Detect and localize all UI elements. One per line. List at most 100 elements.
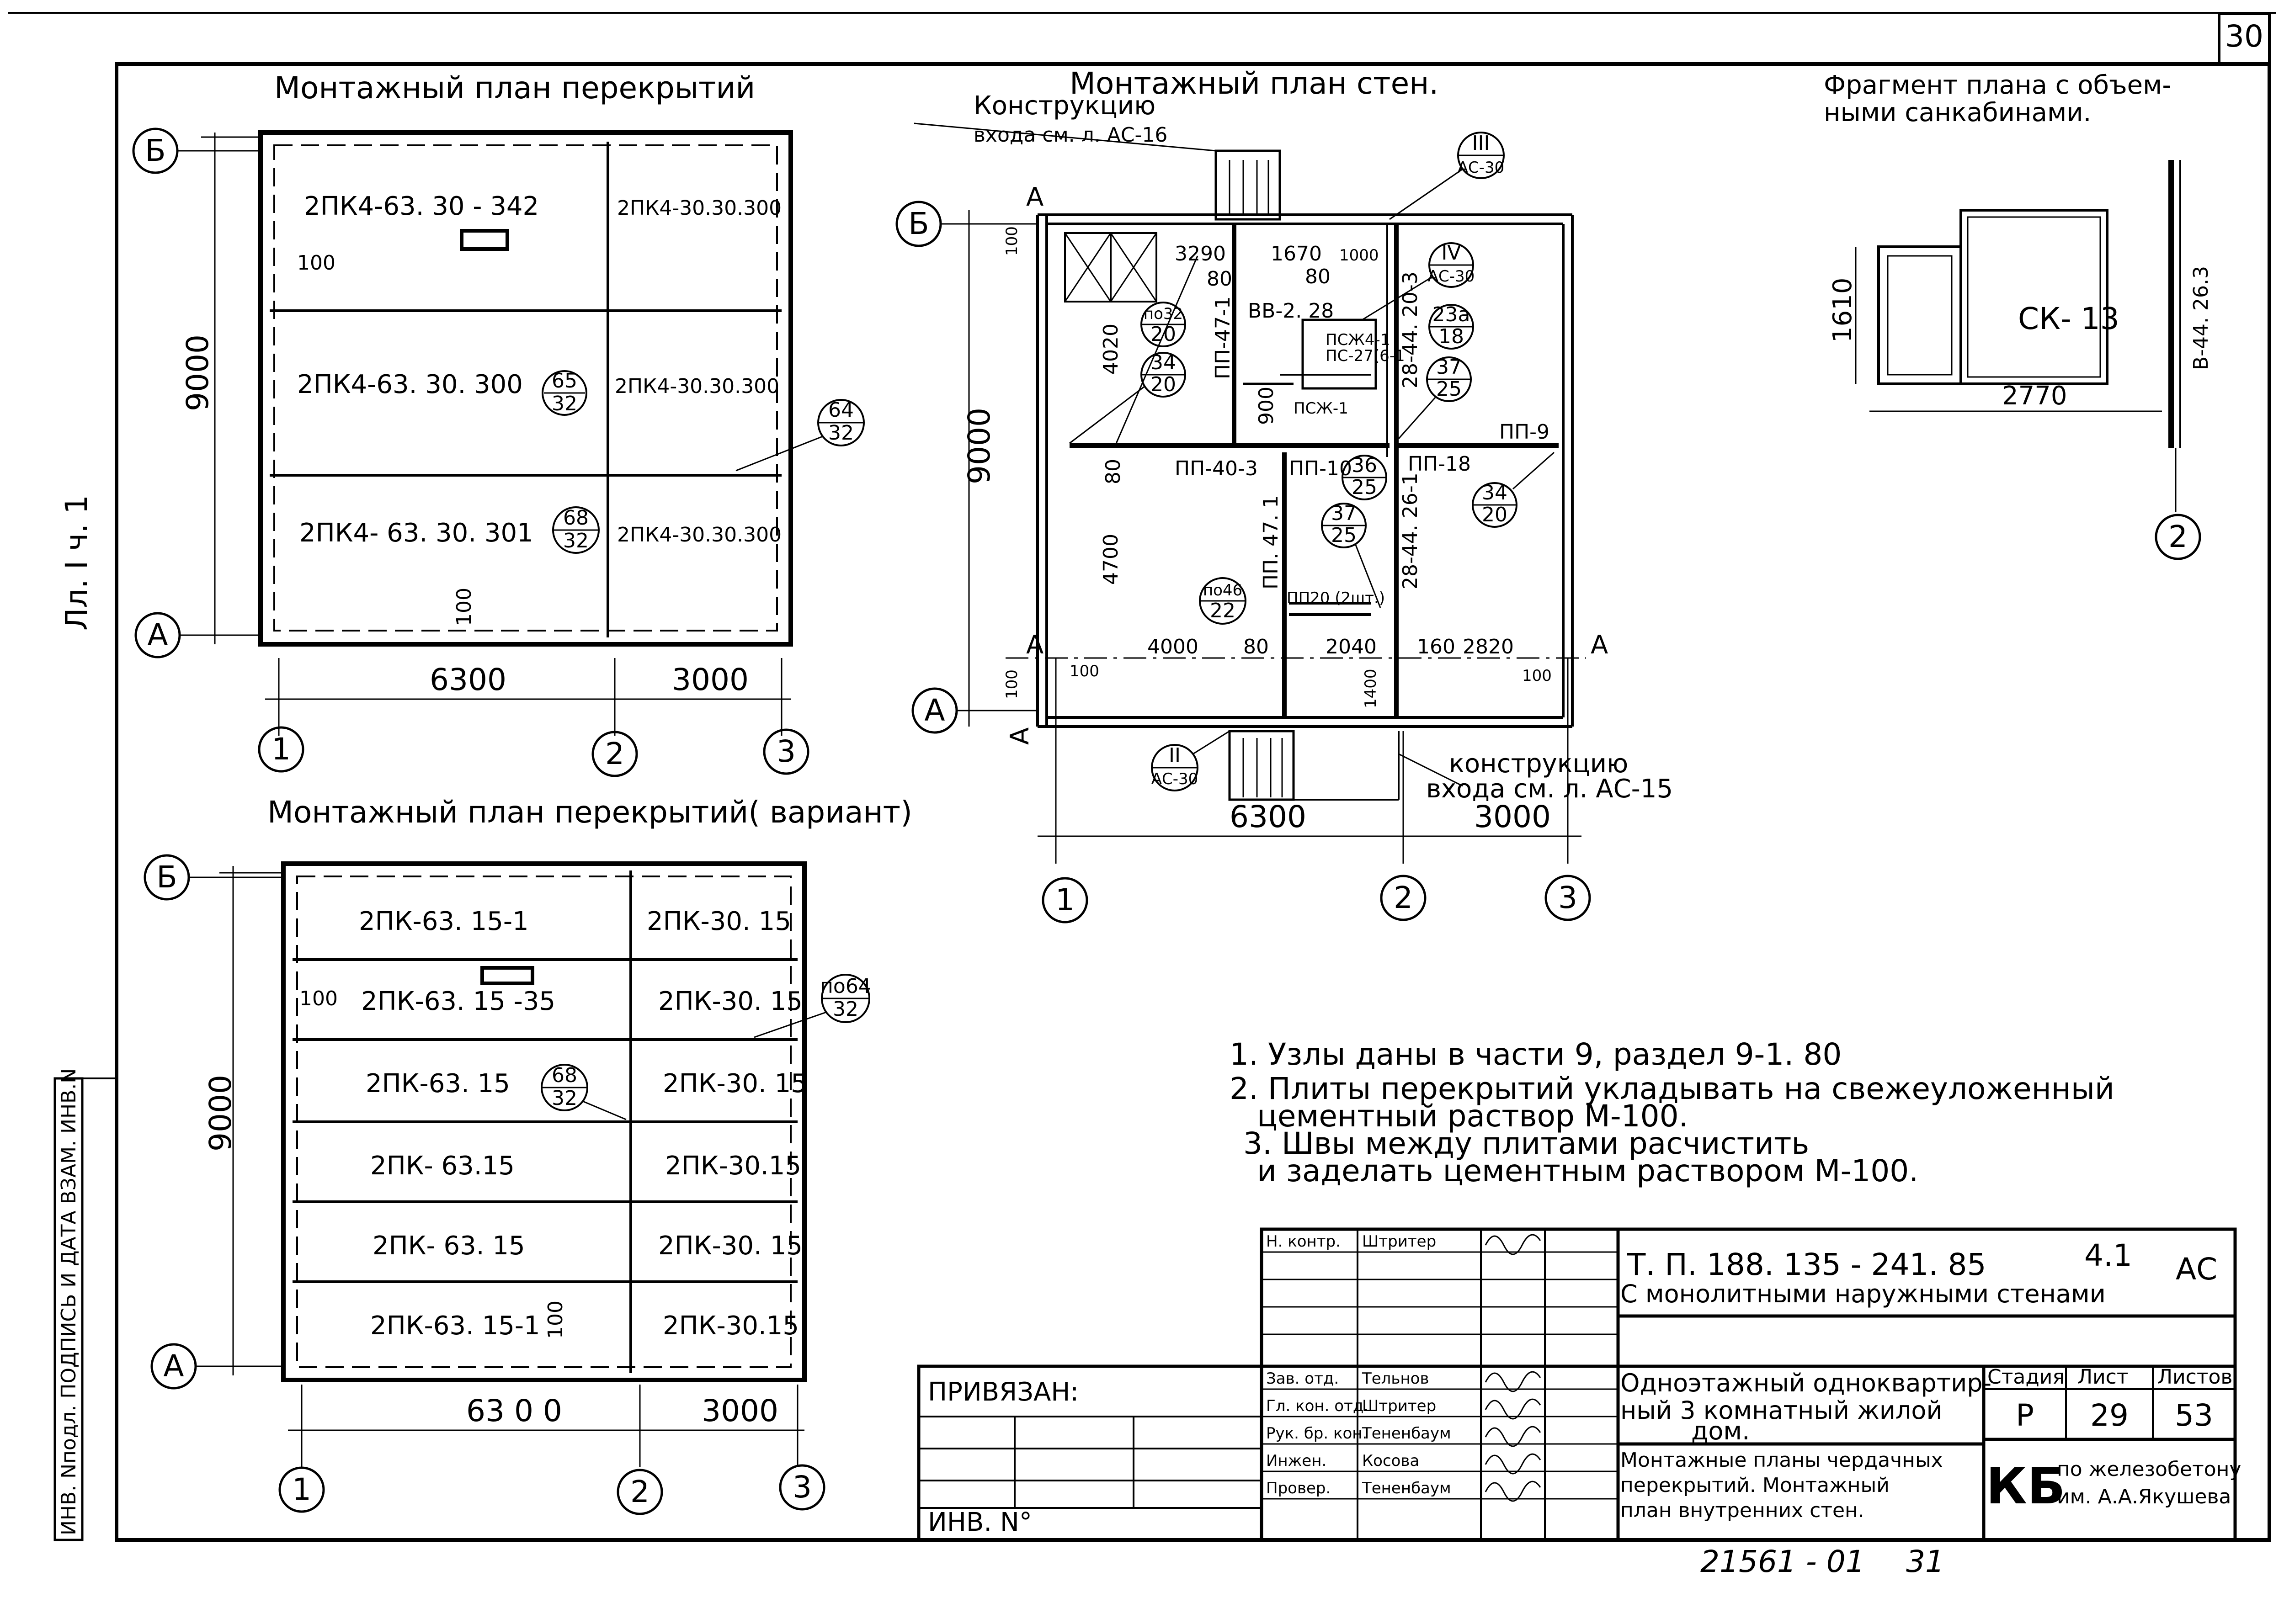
floor-plan-variant: Монтажный план перекрытий( вариант) 2ПК-… xyxy=(144,795,912,1515)
dimension-text: 100 xyxy=(1003,226,1021,256)
project-code: Т. П. 188. 135 - 241. 85 xyxy=(1627,1247,1986,1282)
dimension-text: 6300 xyxy=(430,662,506,697)
svg-text:64: 64 xyxy=(828,398,854,422)
node-marker: III АС-30 xyxy=(1389,132,1505,220)
slab-label: 2ПК-30.15 xyxy=(665,1151,801,1181)
svg-text:по46: по46 xyxy=(1203,581,1242,600)
dimension-text: 80 xyxy=(1243,635,1269,658)
wall-plan-note: Конструкцию xyxy=(974,91,1155,121)
svg-text:25: 25 xyxy=(1352,476,1377,499)
note-line: 3. Швы между плитами расчистить xyxy=(1243,1126,1809,1161)
axis-bubble: А xyxy=(134,612,261,658)
svg-text:по64: по64 xyxy=(820,975,871,998)
archive-number: 21561 - 01 xyxy=(1700,1544,1865,1579)
svg-text:18: 18 xyxy=(1438,325,1464,348)
slab-label: 2ПК4-63. 30 - 342 xyxy=(304,191,539,221)
role-cell: Гл. кон. отд. xyxy=(1266,1397,1368,1415)
slab-label: 2ПК-30. 15 xyxy=(647,907,791,936)
dimension-text: 100 xyxy=(453,588,476,626)
svg-text:32: 32 xyxy=(552,392,577,415)
svg-text:3: 3 xyxy=(777,734,796,769)
slab-label: 2ПК- 63.15 xyxy=(370,1151,515,1181)
svg-text:II: II xyxy=(1169,744,1181,767)
slab-label: 2ПК4-30.30.300 xyxy=(615,375,779,398)
svg-text:32: 32 xyxy=(828,421,854,445)
axis-bubble: 2 xyxy=(1380,875,1427,921)
dimension-text: 2040 xyxy=(1326,635,1377,658)
object-description: ный 3 комнатный жилой xyxy=(1620,1396,1943,1425)
sheets-value: 53 xyxy=(2175,1398,2213,1433)
floor-plan-title: Монтажный план перекрытий xyxy=(274,70,755,106)
svg-text:Б: Б xyxy=(145,133,165,168)
axis-bubble: Б xyxy=(144,854,283,901)
dimension-text: 1610 xyxy=(1828,277,1858,343)
dimension-text: 80 xyxy=(1305,265,1331,288)
org-name: по железобетону xyxy=(2057,1458,2241,1481)
slab-label: 2ПК4- 63. 30. 301 xyxy=(299,518,533,548)
svg-text:Б: Б xyxy=(908,206,929,241)
dimension-text: 4000 xyxy=(1147,635,1198,658)
slab-label: 2ПК-30.15 xyxy=(663,1311,799,1341)
role-cell: Н. контр. xyxy=(1266,1232,1341,1251)
axis-bubble: А xyxy=(150,1343,283,1390)
note-line: 2. Плиты перекрытий укладывать на свежеу… xyxy=(1230,1071,2114,1106)
svg-text:20: 20 xyxy=(1150,373,1176,396)
node-marker: по46 22 xyxy=(1199,577,1246,625)
svg-text:III: III xyxy=(1472,132,1490,155)
object-description: дом. xyxy=(1691,1417,1750,1445)
svg-text:2: 2 xyxy=(605,736,624,771)
wall-plan: Монтажный план стен. Конструкцию входа с… xyxy=(895,66,1673,923)
dimension-text: 160 xyxy=(1417,635,1455,658)
axis-bubble: 3 xyxy=(763,728,809,775)
org-logo: КБ xyxy=(1986,1457,2066,1515)
dimension-text: 1000 xyxy=(1339,246,1379,265)
wall-plan-note: конструкцию xyxy=(1449,749,1628,779)
bound-label: ПРИВЯЗАН: xyxy=(928,1377,1079,1407)
dimension-text: 63 0 0 xyxy=(466,1393,562,1428)
role-cell: Рук. бр. кон. xyxy=(1266,1424,1367,1443)
drawing-title: Монтажные планы чердачных xyxy=(1620,1449,1943,1472)
inv-label: ИНВ. N° xyxy=(928,1507,1032,1537)
role-cell: Зав. отд. xyxy=(1266,1369,1339,1388)
axis-bubble: 1 xyxy=(1042,877,1088,923)
stage-header: Стадия xyxy=(1987,1365,2065,1389)
svg-text:34: 34 xyxy=(1482,481,1507,504)
side-label: Лл. I ч. 1 xyxy=(59,495,94,631)
name-cell: Косова xyxy=(1362,1452,1419,1470)
svg-text:32: 32 xyxy=(833,998,858,1021)
axis-bubble: 1 xyxy=(278,1466,325,1513)
node-marker: IV АС-30 xyxy=(1362,241,1475,321)
dimension-text: 100 xyxy=(1003,669,1021,699)
wall-label: ПП. 47. 1 xyxy=(1259,495,1283,589)
name-cell: Штритер xyxy=(1362,1232,1436,1251)
dimension-text: 3000 xyxy=(1474,799,1551,834)
floor-plan: Монтажный план перекрытий 2ПК4-63. 30 - … xyxy=(132,70,865,777)
svg-text:32: 32 xyxy=(552,1087,577,1110)
name-cell: Штритер xyxy=(1362,1397,1436,1415)
node-marker: 68 32 xyxy=(541,1064,627,1120)
wall-label: 28-44. 26-1 xyxy=(1399,472,1422,589)
note-line: и заделать цементным раствором М-100. xyxy=(1257,1153,1918,1189)
slab-label: 2ПК-30. 15 xyxy=(658,987,803,1016)
svg-text:АС-30: АС-30 xyxy=(1428,267,1475,286)
part-number: 4.1 xyxy=(2084,1238,2132,1273)
wall-label: 28-44. 20-3 xyxy=(1399,271,1422,388)
title-block: ПРИВЯЗАН: ИНВ. N° Н. контр. Штритер Зав.… xyxy=(917,1227,2241,1542)
sheet-number: 30 xyxy=(2225,19,2263,54)
stage-value: Р xyxy=(2016,1398,2034,1433)
wall-label: ПСЖ-1 xyxy=(1294,399,1348,418)
role-cell: Инжен. xyxy=(1266,1452,1326,1470)
role-cell: Провер. xyxy=(1266,1479,1331,1497)
dimension-text: 9000 xyxy=(180,334,215,411)
wall-label: ПП-10 xyxy=(1289,457,1352,480)
node-marker: 37 25 xyxy=(1321,502,1381,608)
svg-text:36: 36 xyxy=(1352,454,1377,477)
node-marker: 23а 18 xyxy=(1428,303,1474,350)
dimension-text: 3000 xyxy=(702,1393,778,1428)
wall-label: ПП20 (2шт.) xyxy=(1287,589,1385,607)
stamp-column: ИНВ. Nподл. ПОДПИСЬ И ДАТА ВЗАМ. ИНВ.N Л… xyxy=(53,495,117,1541)
svg-text:1: 1 xyxy=(292,1472,311,1507)
dimension-text: 100 xyxy=(299,987,338,1010)
svg-text:23а: 23а xyxy=(1432,303,1470,326)
